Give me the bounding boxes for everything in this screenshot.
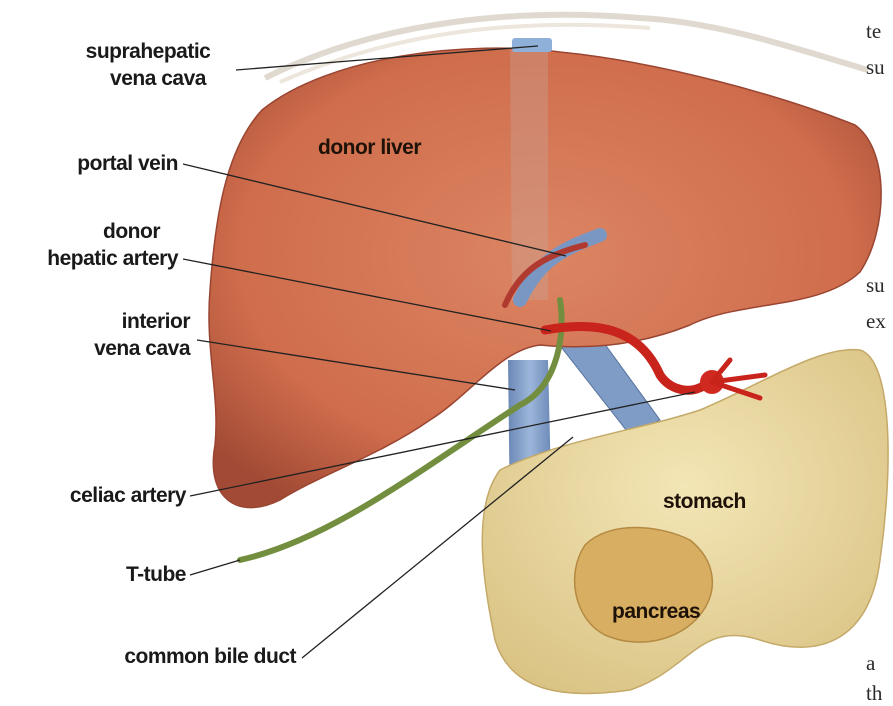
- margin-text-3: su: [866, 272, 885, 298]
- label-celiac-artery: celiac artery: [20, 482, 186, 509]
- label-interior-vena-cava: interior vena cava: [40, 308, 190, 362]
- label-interior-line2: vena cava: [40, 335, 190, 362]
- label-common-bile-duct: common bile duct: [40, 643, 296, 670]
- suprahepatic-vena-cava-shape: [512, 38, 552, 52]
- margin-text-5: a: [866, 650, 875, 676]
- label-interior-line1: interior: [40, 308, 190, 335]
- label-donor-hepatic-artery: donor hepatic artery: [0, 218, 178, 272]
- label-portal-vein: portal vein: [30, 150, 178, 177]
- label-stomach: stomach: [663, 488, 746, 515]
- margin-text-2: su: [866, 54, 885, 80]
- label-donor-line1: donor: [0, 218, 178, 245]
- margin-text-4: ex: [866, 308, 886, 334]
- label-donor-line2: hepatic artery: [0, 245, 178, 272]
- label-pancreas: pancreas: [612, 598, 700, 625]
- label-suprahepatic-vena-cava: suprahepatic vena cava: [60, 38, 236, 92]
- label-t-tube: T-tube: [60, 561, 186, 588]
- label-suprahepatic-line2: vena cava: [60, 65, 236, 92]
- margin-text-6: th: [866, 680, 882, 706]
- label-donor-liver: donor liver: [318, 134, 421, 161]
- margin-text-1: te: [866, 18, 881, 44]
- label-suprahepatic-line1: suprahepatic: [60, 38, 236, 65]
